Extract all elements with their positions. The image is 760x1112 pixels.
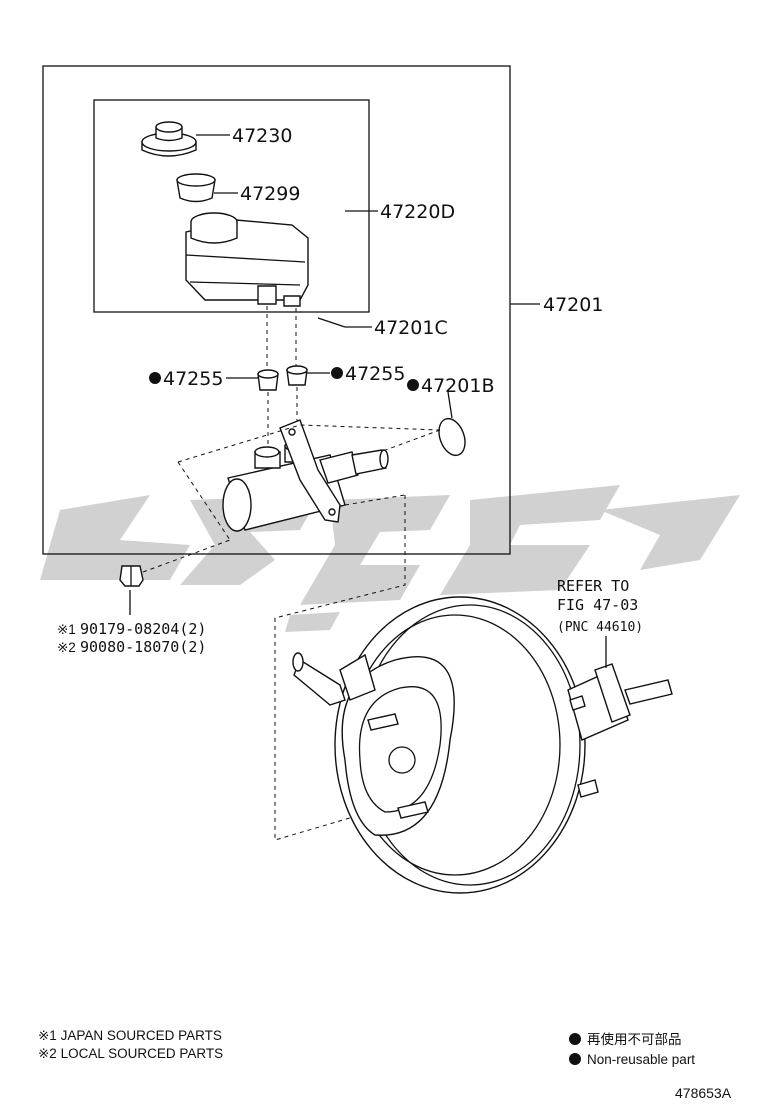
non-reusable-dot-right (331, 367, 343, 379)
master-cylinder (222, 419, 389, 532)
legend-jp: 再使用不可部品 (587, 1031, 682, 1047)
label-assembly: 47201 (543, 294, 603, 316)
label-strainer: 47299 (240, 183, 300, 205)
nut-local-mark: ※2 (57, 640, 76, 655)
non-reusable-dot-oring (407, 379, 419, 391)
reservoir-cap (141, 121, 197, 157)
figure-id: 478653A (675, 1085, 732, 1101)
legend-dot-jp (569, 1033, 581, 1045)
note-japan-sourced: ※1 JAPAN SOURCED PARTS (38, 1028, 222, 1043)
reservoir-strainer (176, 173, 216, 203)
refer-line-3: (PNC 44610) (557, 620, 643, 635)
label-grommet-right: 47255 (345, 363, 405, 385)
label-nut-local: 90080-18070(2) (80, 638, 206, 656)
assembly-box (42, 65, 511, 555)
non-reusable-dot-left (149, 372, 161, 384)
label-grommet-left: 47255 (163, 368, 223, 390)
label-pin: 47201C (374, 317, 448, 339)
mounting-nut (119, 565, 144, 587)
reservoir-tank (185, 212, 309, 307)
reservoir-pin (317, 317, 346, 328)
grommet-left (257, 369, 279, 391)
refer-line-1: REFER TO (557, 577, 629, 595)
label-cap: 47230 (232, 125, 292, 147)
refer-line-2: FIG 47-03 (557, 596, 638, 614)
brake-booster (292, 596, 673, 894)
legend-dot-en (569, 1053, 581, 1065)
label-reservoir: 47220D (380, 201, 455, 223)
note-local-sourced: ※2 LOCAL SOURCED PARTS (38, 1046, 223, 1061)
nut-japan-mark: ※1 (57, 622, 76, 637)
label-oring: 47201B (421, 375, 494, 397)
reservoir-box (93, 99, 370, 313)
o-ring (438, 417, 466, 457)
legend-en: Non-reusable part (587, 1052, 695, 1067)
grommet-right (286, 365, 308, 386)
label-nut-japan: 90179-08204(2) (80, 620, 206, 638)
